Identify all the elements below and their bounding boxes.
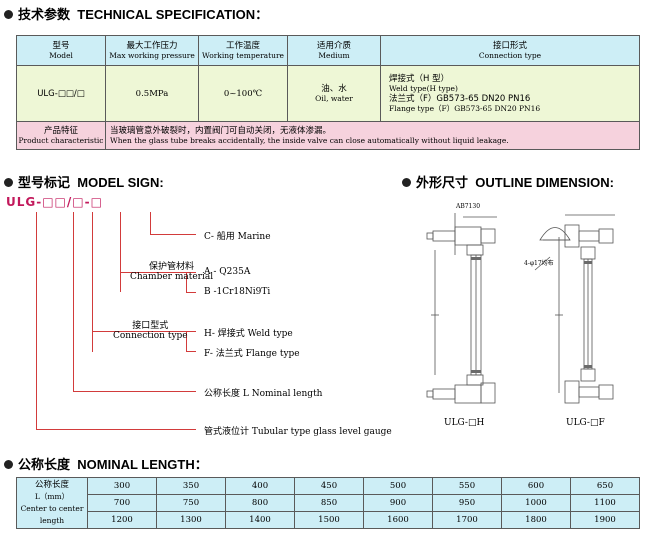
bullet-icon — [4, 460, 13, 469]
nominal-label: 公称长度 L（mm） Center to center length — [16, 477, 88, 529]
nominal-cell: 650 — [570, 477, 640, 495]
nominal-cell: 950 — [432, 494, 502, 512]
label-marine: C- 船用 Marine — [204, 232, 271, 242]
outline-drawing — [426, 213, 615, 404]
nominal-cell: 1300 — [156, 511, 226, 529]
outline-heading: 外形尺寸 OUTLINE DIMENSION: — [402, 172, 614, 191]
cell-temperature: 0~100℃ — [198, 65, 288, 122]
tech-spec-heading: 技术参数 TECHNICAL SPECIFICATION： — [4, 4, 268, 23]
nominal-cell: 1600 — [363, 511, 433, 529]
nominal-cell: 850 — [294, 494, 364, 512]
nominal-cell: 1000 — [501, 494, 571, 512]
nominal-cell: 350 — [156, 477, 226, 495]
nominal-cell: 1800 — [501, 511, 571, 529]
cell-model: ULG-□□/□ — [16, 65, 106, 122]
caption-h: ULG-□H — [444, 418, 485, 428]
bullet-icon — [402, 178, 411, 187]
caption-f: ULG-□F — [566, 418, 605, 428]
nominal-cell: 550 — [432, 477, 502, 495]
nominal-cell: 1700 — [432, 511, 502, 529]
nominal-cell: 400 — [225, 477, 295, 495]
model-sign-heading: 型号标记 MODEL SIGN: — [4, 172, 164, 191]
nominal-cell: 1200 — [87, 511, 157, 529]
nominal-table: 公称长度 L（mm） Center to center length 300 3… — [16, 477, 640, 529]
nominal-cell: 900 — [363, 494, 433, 512]
nominal-cell: 1100 — [570, 494, 640, 512]
label-gauge: 管式液位计 Tubular type glass level gauge — [204, 427, 392, 437]
dim-top: AB7130 — [456, 203, 481, 210]
nominal-cell: 500 — [363, 477, 433, 495]
bullet-icon — [4, 178, 13, 187]
nominal-heading: 公称长度 NOMINAL LENGTH： — [4, 454, 208, 473]
nominal-cell: 1900 — [570, 511, 640, 529]
cell-product-char-text: 当玻璃管意外破裂时，内置阀门可自动关闭，无液体渗漏。When the glass… — [105, 121, 640, 150]
label-nominal: 公称长度 L Nominal length — [204, 389, 323, 399]
label-conn-h: H- 焊接式 Weld type — [204, 329, 293, 339]
label-chamber-a: A - Q235A — [204, 267, 251, 277]
nominal-cell: 700 — [87, 494, 157, 512]
nominal-cell: 1400 — [225, 511, 295, 529]
dim-side: 4-φ17均布 — [524, 260, 554, 267]
nominal-cell: 1500 — [294, 511, 364, 529]
nominal-cell: 750 — [156, 494, 226, 512]
bullet-icon — [4, 10, 13, 19]
nominal-cell: 300 — [87, 477, 157, 495]
label-conn-f: F- 法兰式 Flange type — [204, 349, 300, 359]
cell-connection: 焊接式（H 型） Weld type(H type) 法兰式（F）GB573-6… — [380, 65, 640, 122]
cell-pressure: 0.5MPa — [105, 65, 199, 122]
nominal-cell: 600 — [501, 477, 571, 495]
label-chamber-b: B -1Cr18Ni9Ti — [204, 287, 271, 297]
model-code: ULG-□□/□-□ — [6, 195, 103, 209]
nominal-cell: 450 — [294, 477, 364, 495]
nominal-cell: 800 — [225, 494, 295, 512]
